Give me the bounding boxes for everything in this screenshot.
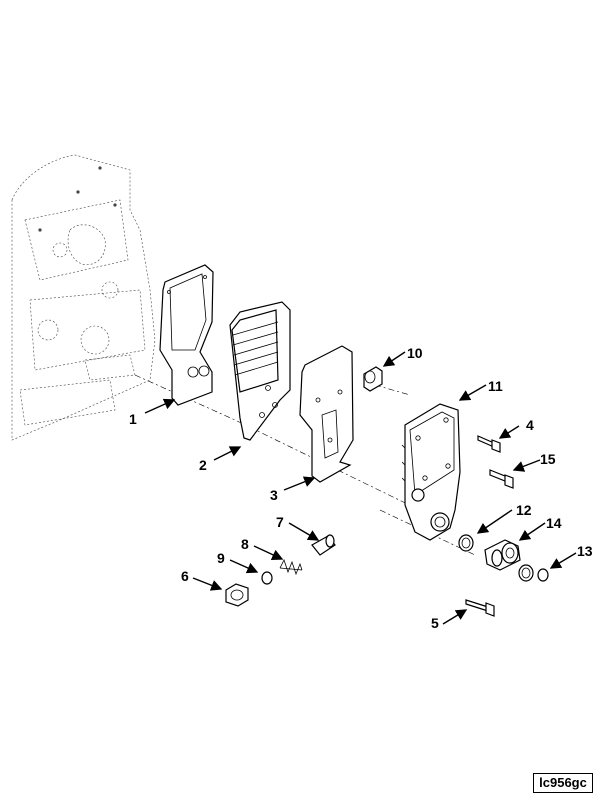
- cooler-cover-part-11: [401, 403, 461, 541]
- stud-part-15: [489, 469, 514, 489]
- callout-4: 4: [526, 417, 534, 433]
- callout-1: 1: [129, 411, 137, 427]
- callout-5: 5: [431, 615, 439, 631]
- callout-leaders: [144, 351, 577, 625]
- plug-bolt-part-6: [225, 583, 249, 607]
- bolt-part-5: [465, 599, 495, 617]
- gasket-part-1: [159, 264, 214, 406]
- callout-9: 9: [217, 550, 225, 566]
- callout-13: 13: [577, 543, 593, 559]
- callout-8: 8: [241, 536, 249, 552]
- callout-14: 14: [546, 515, 562, 531]
- callout-2: 2: [199, 457, 207, 473]
- o-ring-part-13: [518, 564, 549, 582]
- washer-part-9: [261, 571, 273, 585]
- bolt-part-4: [477, 435, 501, 453]
- piston-part-7: [311, 534, 336, 556]
- callout-3: 3: [270, 487, 278, 503]
- callout-7: 7: [276, 514, 284, 530]
- engine-block: [11, 154, 156, 441]
- callout-6: 6: [181, 568, 189, 584]
- callout-11: 11: [488, 378, 503, 394]
- plug-part-10: [363, 366, 383, 392]
- cooler-element-part-2: [229, 301, 291, 441]
- o-ring-part-12: [458, 534, 474, 552]
- plug-centerline: [374, 384, 411, 396]
- gasket-part-3: [299, 345, 354, 483]
- fitting-part-14: [484, 539, 521, 571]
- figure-code-label: lc956gc: [533, 773, 593, 793]
- callout-15: 15: [540, 451, 556, 467]
- callout-12: 12: [516, 502, 532, 518]
- spring-part-8: [279, 558, 303, 576]
- callout-10: 10: [407, 345, 423, 361]
